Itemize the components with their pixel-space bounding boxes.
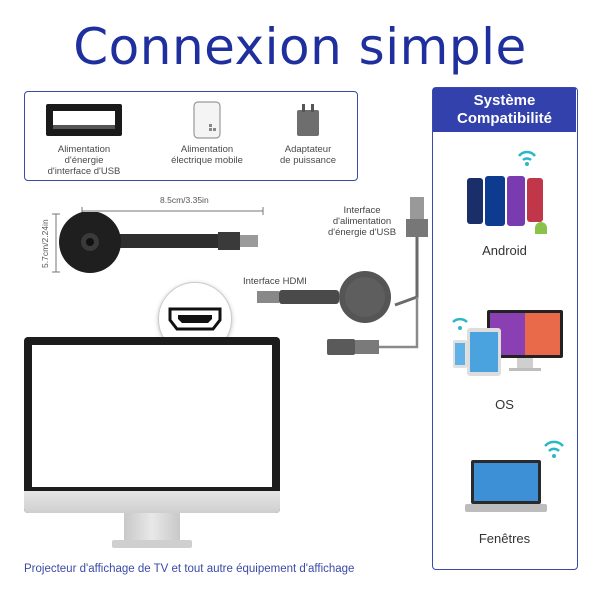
apple-devices-icon (452, 310, 563, 376)
dongle-device (59, 212, 258, 273)
monitor-screen (32, 345, 272, 487)
power-option-powerbank: Alimentation électrique mobile (152, 98, 262, 166)
power-option-label: Adaptateur de puissance (280, 144, 336, 166)
compatibility-panel: Système Compatibilité Android OS Fenêtr (432, 87, 578, 570)
dongle-height-label: 5.7cm/2.24in (40, 219, 50, 268)
dongle-height-arrow (52, 213, 60, 273)
usb-port-icon (29, 98, 139, 142)
android-phones-icon (467, 150, 547, 234)
compat-label-os: OS (495, 397, 514, 412)
monitor-stand (124, 513, 180, 543)
power-option-usb: Alimentation d'énergie d'interface d'USB (29, 98, 139, 177)
power-adapter-icon (253, 98, 363, 142)
power-option-adapter: Adaptateur de puissance (253, 98, 363, 166)
usb-power-interface-label: Interface d'alimentation d'énergie d'USB (328, 205, 396, 238)
compatibility-header: Système Compatibilité (433, 88, 576, 132)
usb-power-interface-text: Interface d'alimentation d'énergie d'USB (328, 205, 397, 238)
dongle-length-label: 8.5cm/3.35in (160, 195, 209, 205)
monitor (24, 337, 280, 513)
cable-diagram (257, 197, 428, 355)
display-caption: Projecteur d'affichage de TV et tout aut… (24, 563, 355, 575)
power-options-box: Alimentation d'énergie d'interface d'USB… (24, 91, 358, 181)
monitor-base (112, 540, 192, 548)
power-option-label: Alimentation électrique mobile (171, 144, 243, 166)
power-bank-icon (152, 98, 262, 142)
page-title: Connexion simple (73, 18, 527, 76)
monitor-chin (24, 491, 280, 513)
compat-label-android: Android (482, 243, 527, 258)
windows-laptop-icon (465, 440, 564, 512)
hdmi-port-icon (168, 307, 222, 331)
compat-label-windows: Fenêtres (478, 531, 531, 546)
power-option-label: Alimentation d'énergie d'interface d'USB (47, 144, 121, 177)
hdmi-interface-label: Interface HDMI (243, 276, 307, 287)
